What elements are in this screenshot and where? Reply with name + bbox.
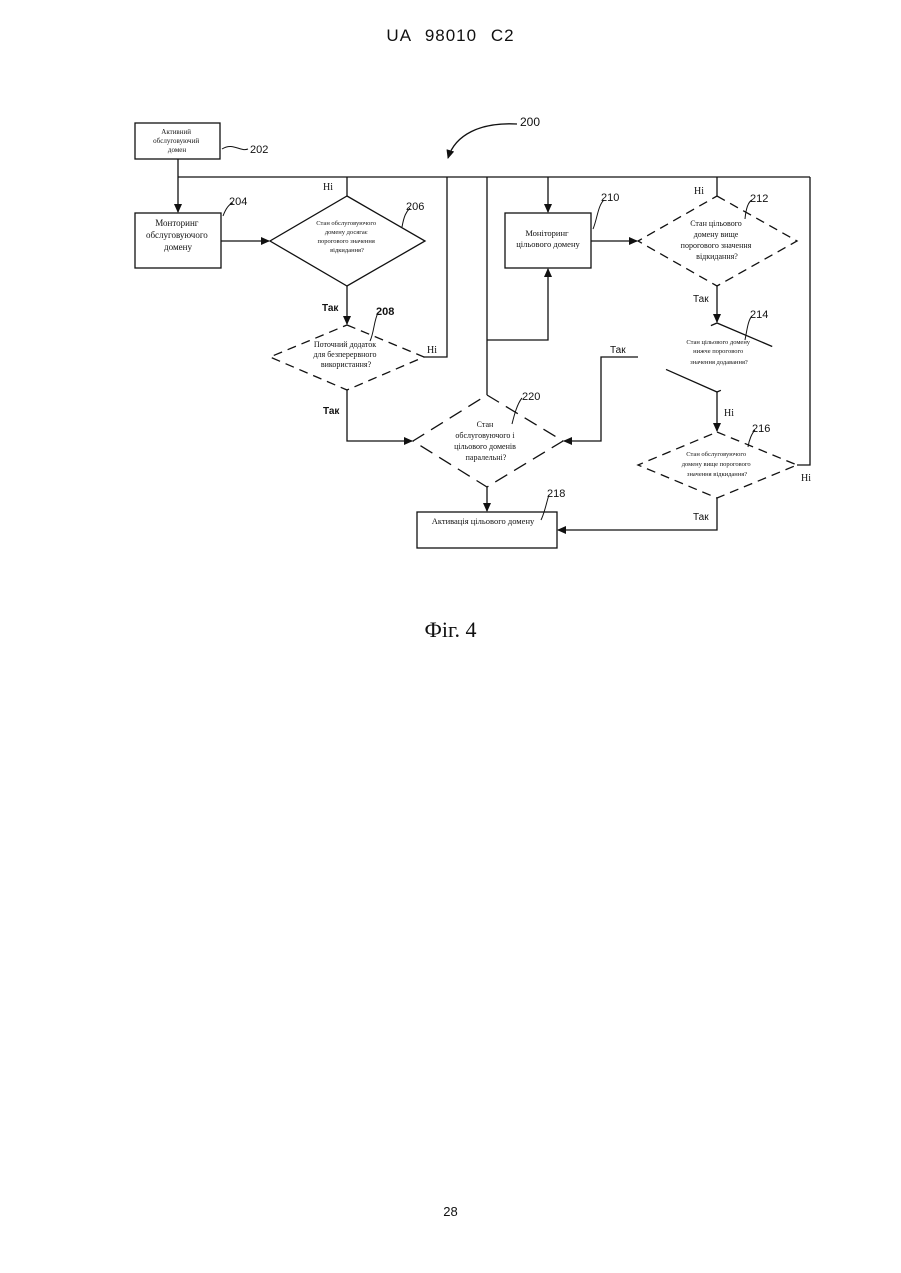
- edge-208-no-label: Ні: [427, 345, 437, 356]
- ref-206: 206: [406, 201, 424, 213]
- node-218-text: Активація цільового домену: [432, 516, 535, 526]
- ref-220: 220: [522, 391, 540, 403]
- node-204-text: Монторинг обслуговуючого домену: [146, 218, 210, 252]
- node-212-text: Стан цільового домену вище порогового зн…: [681, 219, 754, 261]
- edge-206-no-label: Ні: [323, 182, 333, 193]
- edge-206-yes-label: Так: [322, 303, 339, 314]
- ref-218: 218: [547, 488, 565, 500]
- edge-212-yes-label: Так: [693, 294, 709, 305]
- edge-214-yes-label: Так: [610, 345, 626, 356]
- node-220-text: Стан обслуговуючого і цільового доменів …: [454, 420, 518, 462]
- ref-216: 216: [752, 423, 770, 435]
- page-number: 28: [0, 1204, 901, 1219]
- ref-202: 202: [250, 144, 268, 156]
- figure-caption: Фіг. 4: [0, 617, 901, 643]
- node-208-text: Поточний додаток для безперервного викор…: [313, 340, 378, 369]
- ref-208: 208: [376, 306, 394, 318]
- node-220-diamond: [413, 395, 563, 487]
- ref-204: 204: [229, 196, 247, 208]
- node-210-text: Моніторинг цільового домену: [516, 228, 580, 249]
- node-206-text: Стан обслуговуючого домену досягає порог…: [316, 220, 377, 254]
- ref-200: 200: [520, 115, 540, 129]
- ref-210: 210: [601, 192, 619, 204]
- edge-208-yes-label: Так: [323, 406, 340, 417]
- edge-216-yes-label: Так: [693, 512, 709, 523]
- edge-216-no-label: Ні: [801, 473, 811, 484]
- ref-212: 212: [750, 193, 768, 205]
- ref-214: 214: [750, 309, 768, 321]
- edge-212-no-label: Ні: [694, 186, 704, 197]
- node-216-text: Стан обслуговуючого домену вище порогово…: [682, 451, 752, 478]
- node-202-text: Активний обслуговуючий домен: [153, 128, 201, 154]
- node-214-diamond: [638, 323, 797, 392]
- edge-214-no-label: Ні: [724, 408, 734, 419]
- node-214-text: Стан цільового домену нижче порогового з…: [686, 339, 751, 366]
